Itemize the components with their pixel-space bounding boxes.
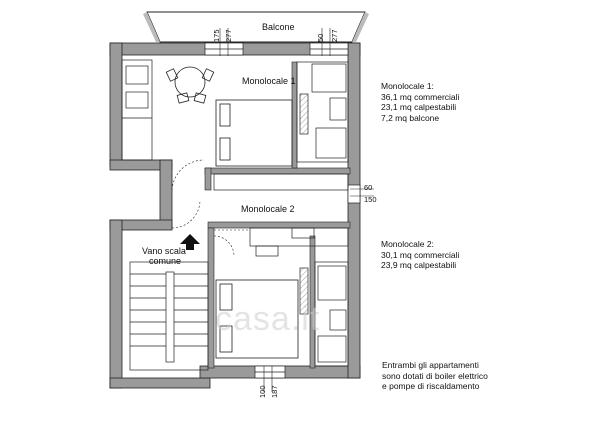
watermark: casa.it bbox=[215, 300, 321, 338]
note-m2-title: Monolocale 2: bbox=[381, 239, 434, 249]
note-footer-line: sono dotati di boiler elettrico bbox=[382, 370, 488, 381]
balcony bbox=[143, 11, 369, 43]
windows bbox=[204, 42, 361, 379]
dimension-label: 175 bbox=[212, 29, 221, 42]
note-m2-line: 23,9 mq calpestabili bbox=[381, 260, 457, 270]
dimension-markers bbox=[219, 28, 374, 392]
door-swings bbox=[171, 159, 250, 257]
dimension-label: 50 bbox=[316, 33, 325, 42]
note-footer-line: e pompe di riscaldamento bbox=[382, 381, 480, 391]
bathroom-2 bbox=[299, 261, 349, 367]
staircase bbox=[129, 261, 209, 371]
balcony-label: Balcone bbox=[262, 22, 295, 32]
dimension-label: 60 bbox=[364, 183, 373, 192]
dimension-label: 150 bbox=[364, 195, 377, 204]
bathroom-1 bbox=[296, 61, 349, 163]
dimension-label: 100 bbox=[258, 385, 267, 398]
notes-footer: Entrambi gli appartamenti sono dotati di… bbox=[382, 360, 488, 392]
note-m1-line: 7,2 mq balcone bbox=[381, 112, 440, 123]
stairwell-label-line1: Vano scala bbox=[142, 246, 186, 256]
dimension-label: 187 bbox=[270, 385, 279, 398]
dimension-label: 277 bbox=[330, 29, 339, 42]
dining-table bbox=[165, 66, 215, 104]
monolocale-1-label: Monolocale 1 bbox=[242, 76, 296, 86]
bed-2 bbox=[215, 279, 299, 359]
stairwell-label-line2: comune bbox=[149, 256, 182, 266]
note-m1-line: 23,1 mq calpestabili bbox=[381, 102, 457, 112]
notes-monolocale-2: Monolocale 2: 30,1 mq commerciali 23,9 m… bbox=[381, 239, 459, 271]
bed-1 bbox=[215, 99, 293, 167]
note-m1-line: 36,1 mq commerciali bbox=[381, 91, 460, 102]
notes-monolocale-1: Monolocale 1: 36,1 mq commerciali 23,1 m… bbox=[381, 81, 459, 123]
dimension-label: 277 bbox=[224, 29, 233, 42]
entrance-arrow-icon bbox=[180, 234, 200, 250]
note-footer-line: Entrambi gli appartamenti bbox=[382, 360, 479, 370]
note-m1-title: Monolocale 1: bbox=[381, 81, 434, 91]
note-m2-line: 30,1 mq commerciali bbox=[381, 249, 460, 260]
kitchen-counter-2 bbox=[213, 173, 349, 257]
kitchen-counter-1 bbox=[121, 59, 153, 161]
monolocale-2-label: Monolocale 2 bbox=[241, 204, 295, 214]
